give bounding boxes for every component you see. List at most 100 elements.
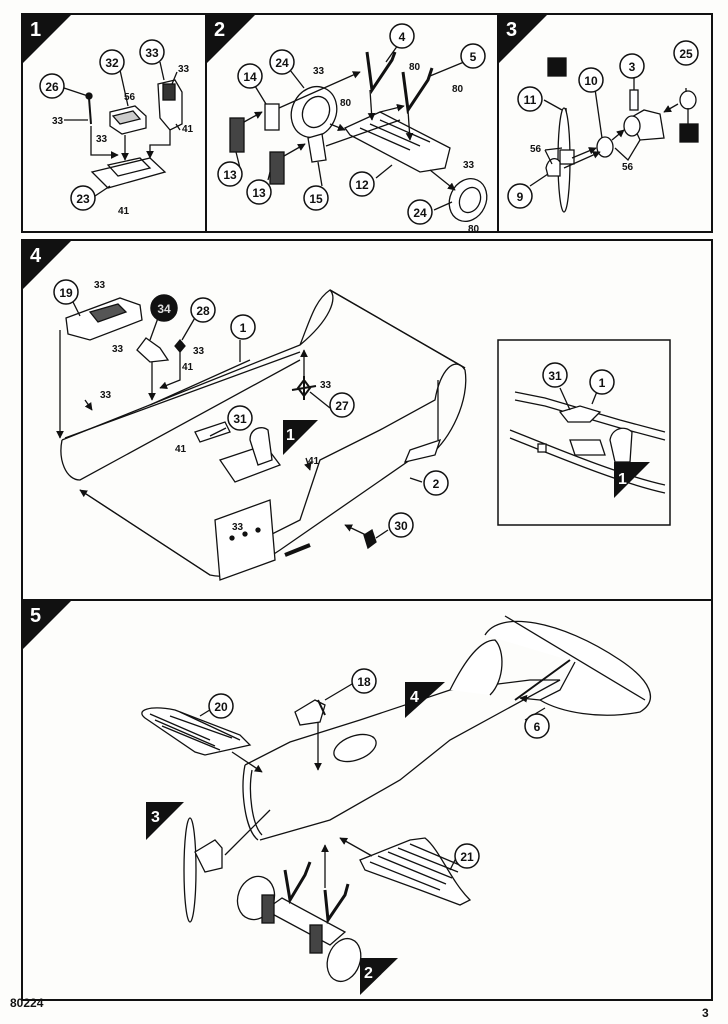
- part-throttle-quadrant: [558, 405, 602, 423]
- svg-text:24: 24: [413, 206, 427, 220]
- page-number: 3: [702, 1006, 709, 1020]
- part-callout: 30: [388, 512, 414, 538]
- part-wheel: [290, 86, 338, 138]
- step-3-frame: [497, 13, 713, 233]
- part-control-stick: [88, 97, 92, 125]
- step-5-frame: [21, 599, 713, 1001]
- step-badge-2: 2: [206, 14, 256, 64]
- part-callout: 23: [70, 185, 96, 211]
- part-callout: 18: [351, 668, 377, 694]
- aircraft-vertical-fin: [449, 639, 503, 696]
- paint-ref: 33: [100, 390, 112, 401]
- part-callout: 4: [389, 23, 415, 49]
- step-badge-5: 5: [22, 600, 72, 650]
- aircraft-fuselage: [244, 679, 561, 841]
- svg-text:31: 31: [233, 412, 247, 426]
- svg-text:15: 15: [309, 192, 323, 206]
- paint-ref: 33: [52, 116, 64, 127]
- svg-text:1: 1: [618, 471, 627, 488]
- paint-ref: 56: [124, 92, 136, 103]
- part-callout: 25: [673, 40, 699, 66]
- part-step: [363, 529, 377, 550]
- paint-ref: 41: [118, 206, 130, 217]
- svg-text:2: 2: [433, 477, 440, 491]
- paint-ref: 80: [468, 224, 480, 235]
- subassembly-marker: 1: [614, 462, 650, 498]
- step-4-inset-callouts: 31 1 1: [542, 362, 650, 498]
- part-horizontal-stabilizer: [484, 620, 651, 716]
- kit-code: 80224: [10, 996, 44, 1010]
- step-badge-4: 4: [22, 240, 72, 290]
- paint-ref: 56: [622, 162, 634, 173]
- part-callout: 13: [246, 179, 272, 205]
- part-gunsight: [136, 337, 170, 363]
- svg-text:19: 19: [59, 286, 73, 300]
- part-callout: 9: [507, 183, 533, 209]
- part-callout: 12: [349, 171, 375, 197]
- part-callout: 20: [208, 693, 234, 719]
- svg-text:1: 1: [240, 321, 247, 335]
- part-shock-absorber: [229, 117, 245, 153]
- step-badge-3: 3: [498, 14, 548, 64]
- part-seat: [249, 427, 273, 466]
- svg-text:27: 27: [335, 399, 349, 413]
- part-callout: 11: [517, 86, 543, 112]
- part-propeller-assembly: [183, 817, 197, 923]
- part-callout: 21: [454, 843, 480, 869]
- part-callout: 33: [139, 39, 165, 65]
- part-callout: 24: [407, 199, 433, 225]
- svg-text:30: 30: [394, 519, 408, 533]
- svg-text:4: 4: [410, 689, 419, 706]
- part-callout: 32: [99, 49, 125, 75]
- svg-text:26: 26: [45, 80, 59, 94]
- svg-text:18: 18: [357, 675, 371, 689]
- svg-text:4: 4: [399, 30, 406, 44]
- step-number: 1: [30, 19, 41, 41]
- part-callout: 31: [227, 405, 253, 431]
- svg-text:11: 11: [524, 93, 537, 107]
- step-3-callouts: 11 10 3 25 9 56 56: [507, 40, 699, 209]
- svg-text:1: 1: [599, 376, 606, 390]
- step-2-callouts: 14 24 4 5 13 13 15 12 24 33 80 80 80 33 …: [217, 23, 486, 235]
- svg-text:20: 20: [214, 700, 228, 714]
- part-callout: 1: [589, 369, 615, 395]
- svg-text:12: 12: [355, 178, 369, 192]
- part-cowling-panel: [214, 499, 276, 581]
- part-seat: [609, 427, 633, 463]
- aircraft-cockpit-opening: [333, 733, 377, 763]
- paint-ref: 33: [313, 66, 325, 77]
- step-number: 5: [30, 605, 41, 627]
- paint-ref: 41: [182, 362, 194, 373]
- part-callout: 2: [423, 470, 449, 496]
- part-fairing: [264, 103, 280, 131]
- part-shock-absorber: [269, 151, 285, 185]
- part-callout: 26: [39, 73, 65, 99]
- part-spinner: [545, 157, 561, 177]
- paint-ref: 80: [340, 98, 352, 109]
- svg-text:28: 28: [196, 304, 210, 318]
- black-paint-swatch: [547, 57, 567, 77]
- paint-ref: 33: [463, 160, 475, 171]
- part-callout: 10: [578, 67, 604, 93]
- part-callout: 19: [53, 279, 79, 305]
- paint-ref: 33: [178, 64, 190, 75]
- step-3-drawing: [529, 57, 699, 213]
- part-wing-left: [141, 707, 252, 756]
- paint-ref: 41: [182, 124, 194, 135]
- svg-text:10: 10: [584, 74, 598, 88]
- svg-text:9: 9: [517, 190, 524, 204]
- svg-text:3: 3: [151, 809, 160, 826]
- panel-frames: [21, 13, 713, 1001]
- part-callout: 13: [217, 161, 243, 187]
- part-callout: 31: [542, 362, 568, 388]
- subassembly-marker: 2: [360, 958, 398, 995]
- paint-ref: 33: [112, 344, 124, 355]
- step-1-drawing: [63, 61, 183, 197]
- part-callout: 28: [190, 297, 216, 323]
- step-number: 4: [30, 245, 42, 267]
- step-2-drawing: [229, 44, 488, 222]
- svg-text:21: 21: [460, 850, 474, 864]
- step-4-drawing: [56, 289, 467, 581]
